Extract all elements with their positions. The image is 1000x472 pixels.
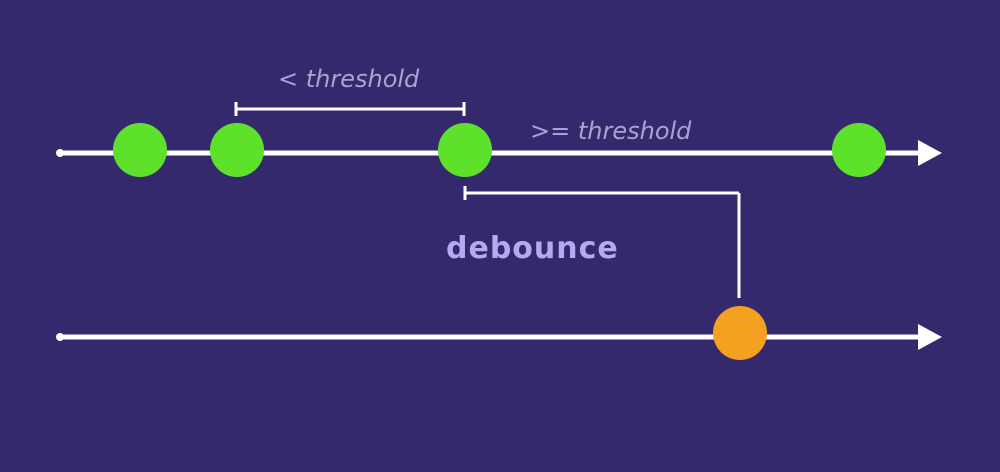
input-event-2 bbox=[210, 123, 264, 177]
output-timeline-start bbox=[56, 333, 64, 341]
lt-threshold-label: < threshold bbox=[278, 65, 420, 93]
output-timeline-arrowhead bbox=[918, 324, 942, 350]
input-event-3 bbox=[438, 123, 492, 177]
input-event-4 bbox=[832, 123, 886, 177]
output-timeline bbox=[56, 324, 942, 350]
debounce-label: debounce bbox=[446, 231, 619, 266]
input-timeline-arrowhead bbox=[918, 140, 942, 166]
threshold-bracket bbox=[234, 102, 466, 116]
input-timeline bbox=[56, 140, 942, 166]
debounce-bracket bbox=[463, 186, 741, 298]
input-timeline-start bbox=[56, 149, 64, 157]
output-event-1 bbox=[713, 306, 767, 360]
input-event-1 bbox=[113, 123, 167, 177]
gte-threshold-label: >= threshold bbox=[530, 117, 692, 145]
